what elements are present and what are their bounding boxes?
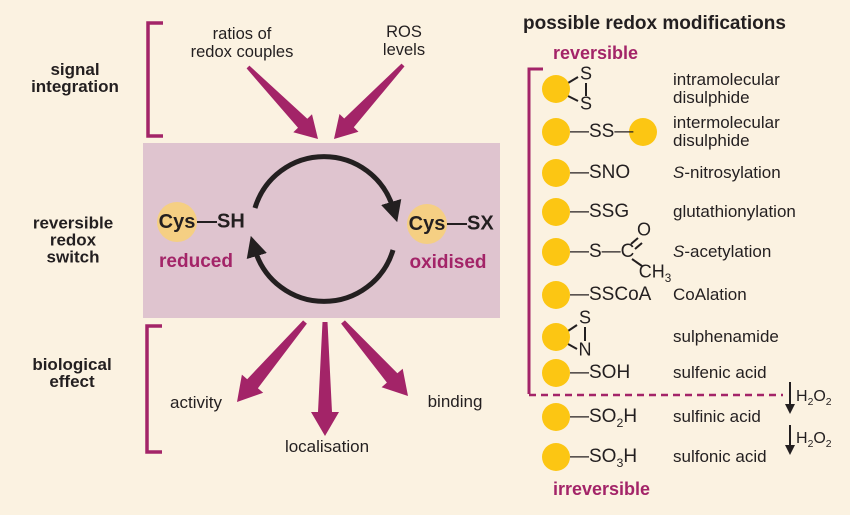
modification-formula: —SNO — [570, 162, 631, 183]
thiol-group-label: —SH — [197, 210, 245, 233]
atom-label: S — [578, 307, 592, 328]
modification-formula: —SSG — [570, 201, 630, 222]
cysteine-circle — [542, 359, 570, 387]
cysteine-circle-reduced: Cys — [157, 202, 197, 242]
label-localisation: localisation — [284, 437, 370, 456]
label-signal-integration: signal integration — [31, 60, 119, 96]
modification-name: sulphenamide — [673, 327, 779, 346]
cycle-arrow-reduction — [246, 235, 396, 304]
cysteine-circle — [542, 403, 570, 431]
modification-name: sulfinic acid — [673, 407, 761, 426]
signal-integration-bracket — [146, 21, 163, 138]
modification-name: sulfenic acid — [673, 363, 767, 382]
label-irreversible: irreversible — [553, 479, 651, 499]
label-oxidised: oxidised — [409, 252, 487, 273]
cysteine-residue-label: Cys — [408, 212, 446, 235]
label-reversible-redox-switch: reversible redox switch — [32, 213, 114, 267]
panel-title-possible-redox-modifications: possible redox modifications — [523, 13, 786, 34]
h2o2-label: H2O2 — [796, 388, 832, 409]
cysteine-circle — [542, 281, 570, 309]
cysteine-circle — [542, 118, 570, 146]
modification-name: sulfonic acid — [673, 447, 767, 466]
atom-label: CH3 — [638, 261, 672, 286]
cysteine-circle — [542, 238, 570, 266]
modification-formula: —SO3H — [570, 446, 638, 470]
input-arrow-ros — [334, 63, 405, 139]
label-ros-levels: ROS levels — [382, 23, 426, 59]
modification-formula: —SSCoA — [570, 284, 652, 305]
atom-label: O — [636, 219, 652, 240]
biological-effect-bracket — [145, 324, 162, 454]
label-biological-effect: biological effect — [32, 355, 112, 391]
label-activity: activity — [170, 393, 222, 412]
cysteine-residue-label: Cys — [158, 210, 196, 233]
modification-formula: —S—C — [570, 241, 635, 262]
reversible-bracket — [527, 67, 543, 394]
input-arrow-ratios — [246, 65, 318, 139]
h2o2-label: H2O2 — [796, 430, 832, 451]
cysteine-circle — [542, 198, 570, 226]
cycle-arrow-oxidation — [252, 154, 402, 223]
atom-label: N — [578, 339, 592, 360]
label-reversible: reversible — [553, 43, 639, 63]
atom-label: S — [579, 63, 593, 84]
label-ratios-of-redox-couples: ratios of redox couples — [190, 25, 294, 61]
bond-lines — [567, 76, 643, 350]
effect-arrow-localisation — [311, 322, 339, 436]
modification-name: S-nitrosylation — [673, 163, 781, 182]
modification-name: CoAlation — [673, 285, 747, 304]
effect-arrow-activity — [237, 320, 307, 402]
modification-formula: —SO2H — [570, 406, 638, 430]
label-binding: binding — [427, 392, 483, 411]
oxidised-group-label: —SX — [447, 212, 494, 235]
cysteine-circle — [542, 159, 570, 187]
atom-label: S — [579, 93, 593, 114]
label-reduced: reduced — [159, 251, 233, 272]
modification-name: glutathionylation — [673, 202, 796, 221]
modification-formula: —SOH — [570, 362, 631, 383]
cysteine-circle — [542, 323, 570, 351]
cysteine-circle — [542, 75, 570, 103]
modification-name: S-acetylation — [673, 242, 772, 261]
cysteine-circle — [629, 118, 657, 146]
modification-formula: —SS— — [570, 121, 634, 142]
cysteine-circle — [542, 443, 570, 471]
effect-arrow-binding — [341, 320, 408, 396]
cysteine-circle-oxidised: Cys — [407, 204, 447, 244]
